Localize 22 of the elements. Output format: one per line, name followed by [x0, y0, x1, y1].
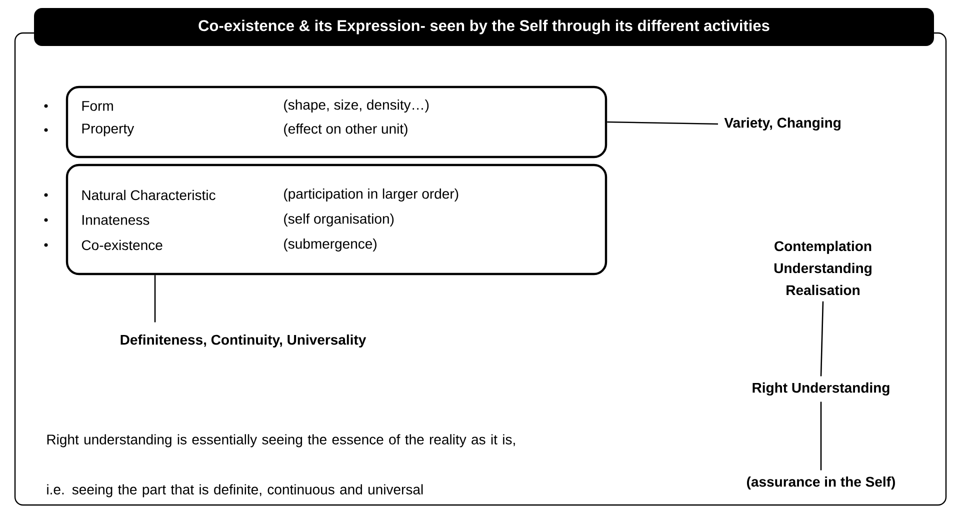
text-label: Definiteness, Continuity, Universality: [120, 334, 366, 348]
text-label: Contemplation Understanding Realisation: [774, 240, 872, 296]
connector-line: [154, 275, 156, 322]
list-text: Property: [82, 124, 134, 136]
title-banner: Co-existence & its Expression- seen by the Self through its different activities: [34, 8, 934, 46]
list-text: (shape, size, density…): [284, 99, 429, 113]
list-text: (participation in larger order): [284, 188, 458, 202]
connector-line: [820, 402, 822, 470]
list-text: Form: [82, 101, 113, 111]
note-text: Right understanding is essentially seeing the essence of the reality as it is,: [47, 434, 515, 448]
list-text: Innateness: [82, 215, 150, 225]
list-text: Co-existence: [82, 240, 162, 250]
list-text: Natural Characteristic: [82, 190, 216, 200]
note-text: i.e. seeing the part that is definite, continuous and universal: [47, 484, 423, 498]
text-label: Right Understanding: [752, 382, 890, 396]
connector-line: [607, 121, 718, 125]
text-label: (assurance in the Self): [747, 476, 895, 490]
list-text: (effect on other unit): [284, 123, 408, 137]
list-text: (self organisation): [284, 213, 394, 227]
text-label: Variety, Changing: [724, 117, 840, 131]
connector-line: [820, 301, 824, 376]
list-text: (submergence): [284, 238, 376, 252]
